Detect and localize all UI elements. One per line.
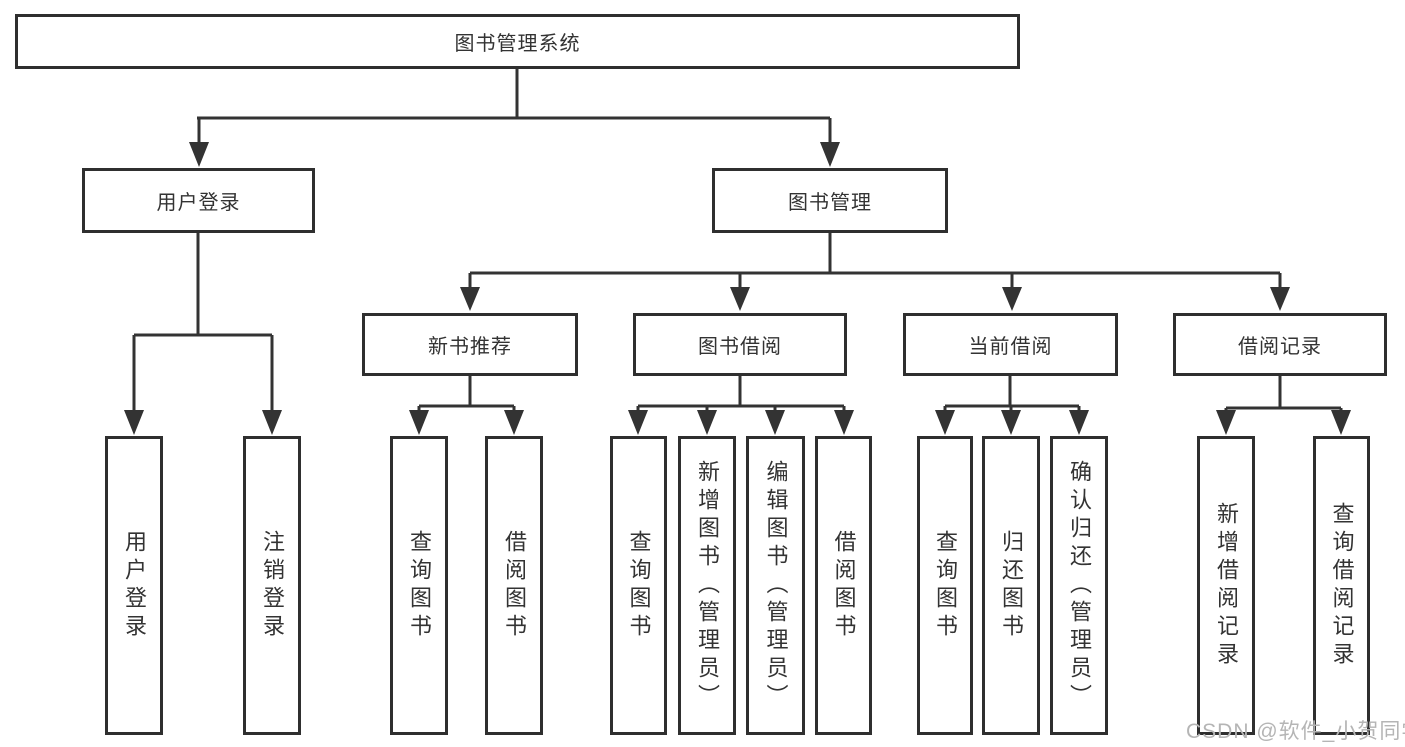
connector-user-login xyxy=(124,233,282,435)
connector-current-borrow xyxy=(935,376,1089,435)
leaf-logout: 注销登录 xyxy=(243,436,301,735)
node-book-mgmt-branch: 图书管理 xyxy=(712,168,948,233)
node-borrow-records: 借阅记录 xyxy=(1173,313,1387,376)
connector-book-borrow xyxy=(628,376,854,435)
node-current-borrow: 当前借阅 xyxy=(903,313,1118,376)
leaf-borrow-query: 查询图书 xyxy=(610,436,667,735)
leaf-newbooks-query: 查询图书 xyxy=(390,436,448,735)
connector-book-mgmt xyxy=(460,233,1290,311)
node-user-login-branch: 用户登录 xyxy=(82,168,315,233)
leaf-records-add: 新增借阅记录 xyxy=(1197,436,1255,735)
connector-root xyxy=(189,68,840,167)
leaf-current-query: 查询图书 xyxy=(917,436,973,735)
csdn-watermark: CSDN @软件_小贺同学 xyxy=(1186,720,1405,743)
leaf-records-query: 查询借阅记录 xyxy=(1313,436,1370,735)
leaf-borrow-edit: 编辑图书（管理员） xyxy=(746,436,805,735)
leaf-newbooks-borrow: 借阅图书 xyxy=(485,436,543,735)
leaf-borrow-borrow: 借阅图书 xyxy=(815,436,872,735)
leaf-current-return: 归还图书 xyxy=(982,436,1040,735)
connector-borrow-records xyxy=(1216,376,1351,435)
node-root: 图书管理系统 xyxy=(15,14,1020,69)
leaf-user-login: 用户登录 xyxy=(105,436,163,735)
leaf-borrow-add: 新增图书（管理员） xyxy=(678,436,736,735)
connector-new-books xyxy=(409,376,524,435)
node-new-books: 新书推荐 xyxy=(362,313,578,376)
node-book-borrow: 图书借阅 xyxy=(633,313,847,376)
leaf-current-confirm: 确认归还（管理员） xyxy=(1050,436,1108,735)
